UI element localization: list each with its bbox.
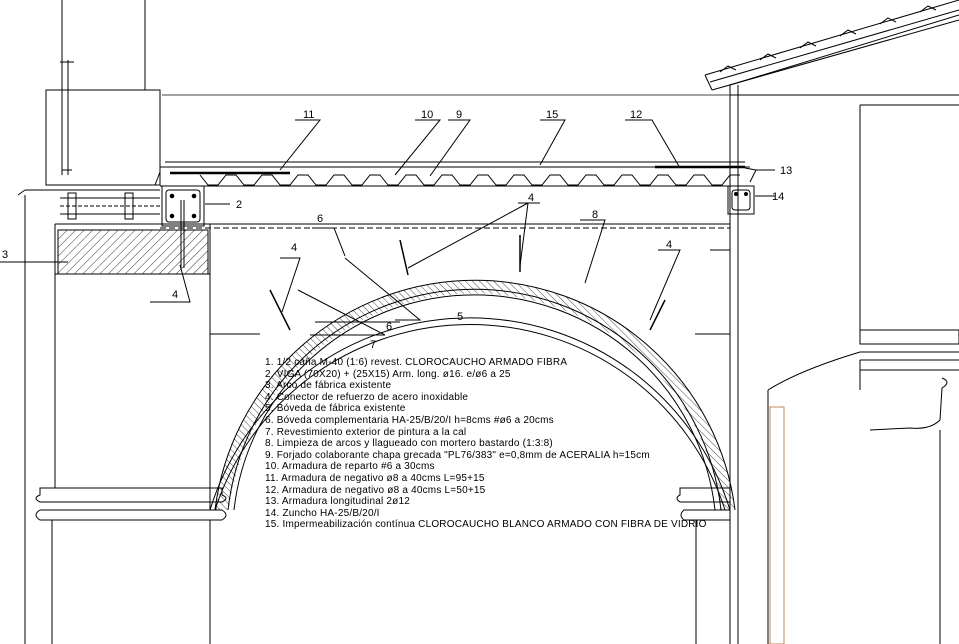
legend-item: 3. Arco de fábrica existente <box>265 380 392 392</box>
legend-item: 10. Armadura de reparto #6 a 30cms <box>265 461 435 473</box>
left-capital <box>35 487 227 644</box>
right-building <box>767 104 959 644</box>
legend-list: 1. 1/2 caña M-40 (1:6) revest. CLOROCAUC… <box>265 357 735 531</box>
legend-item: 2. VIGA (70X20) + (25X15) Arm. long. ø16… <box>265 368 511 380</box>
callout-4-left: 4 <box>172 289 178 301</box>
leader-lines <box>0 119 775 336</box>
right-pier <box>676 85 739 644</box>
legend-item: 6. Bóveda complementaria HA-25/B/20/I h=… <box>265 414 554 426</box>
legend-item: 4. Conector de refuerzo de acero inoxida… <box>265 391 469 403</box>
legend-item: 8. Limpieza de arcos y llagueado con mor… <box>265 438 553 450</box>
legend-item: 14. Zuncho HA-25/B/20/I <box>265 507 380 519</box>
callout-6-bottom: 6 <box>386 321 392 333</box>
callout-4-crown: 4 <box>528 192 534 204</box>
composite-floor-slab <box>154 94 750 229</box>
callout-8: 8 <box>592 209 598 221</box>
callout-6-top: 6 <box>317 213 323 225</box>
roof-tiles <box>704 0 959 96</box>
callout-3: 3 <box>2 249 8 261</box>
left-building-wall <box>17 0 161 196</box>
callout-14: 14 <box>772 191 784 203</box>
legend-item: 9. Forjado colaborante chapa grecada "PL… <box>265 449 650 461</box>
callout-12: 12 <box>630 109 642 121</box>
callout-labels: 11 10 9 15 12 13 14 2 3 4 6 4 8 4 4 7 6 … <box>2 109 792 351</box>
legend-item: 7. Revestimiento exterior de pintura a l… <box>265 426 467 438</box>
callout-11: 11 <box>303 109 314 121</box>
legend-item: 15. Impermeabilización contínua CLOROCAU… <box>265 519 707 531</box>
legend-item: 11. Armadura de negativo ø8 a 40cms L=95… <box>265 472 485 484</box>
legend-item: 13. Armadura longitudinal 2ø12 <box>265 496 410 508</box>
legend-item: 12. Armadura de negativo ø8 a 40cms L=50… <box>265 484 486 496</box>
reinforced-beam-left <box>161 185 205 268</box>
callout-2: 2 <box>236 199 242 211</box>
legend-item: 1. 1/2 caña M-40 (1:6) revest. CLOROCAUC… <box>265 357 568 368</box>
tie-beam-right <box>727 185 755 215</box>
right-wood-post <box>769 406 785 644</box>
callout-4-arch-right: 4 <box>666 239 672 251</box>
callout-10: 10 <box>421 109 433 121</box>
callout-9: 9 <box>456 109 462 121</box>
callout-7: 7 <box>370 339 376 351</box>
callout-4-arch-left: 4 <box>291 242 297 254</box>
legend-item: 5. Bóveda de fábrica existente <box>265 403 406 415</box>
callout-5: 5 <box>457 311 463 323</box>
left-steel-beam <box>60 192 160 220</box>
callout-15: 15 <box>546 109 558 121</box>
callout-13: 13 <box>780 165 792 177</box>
